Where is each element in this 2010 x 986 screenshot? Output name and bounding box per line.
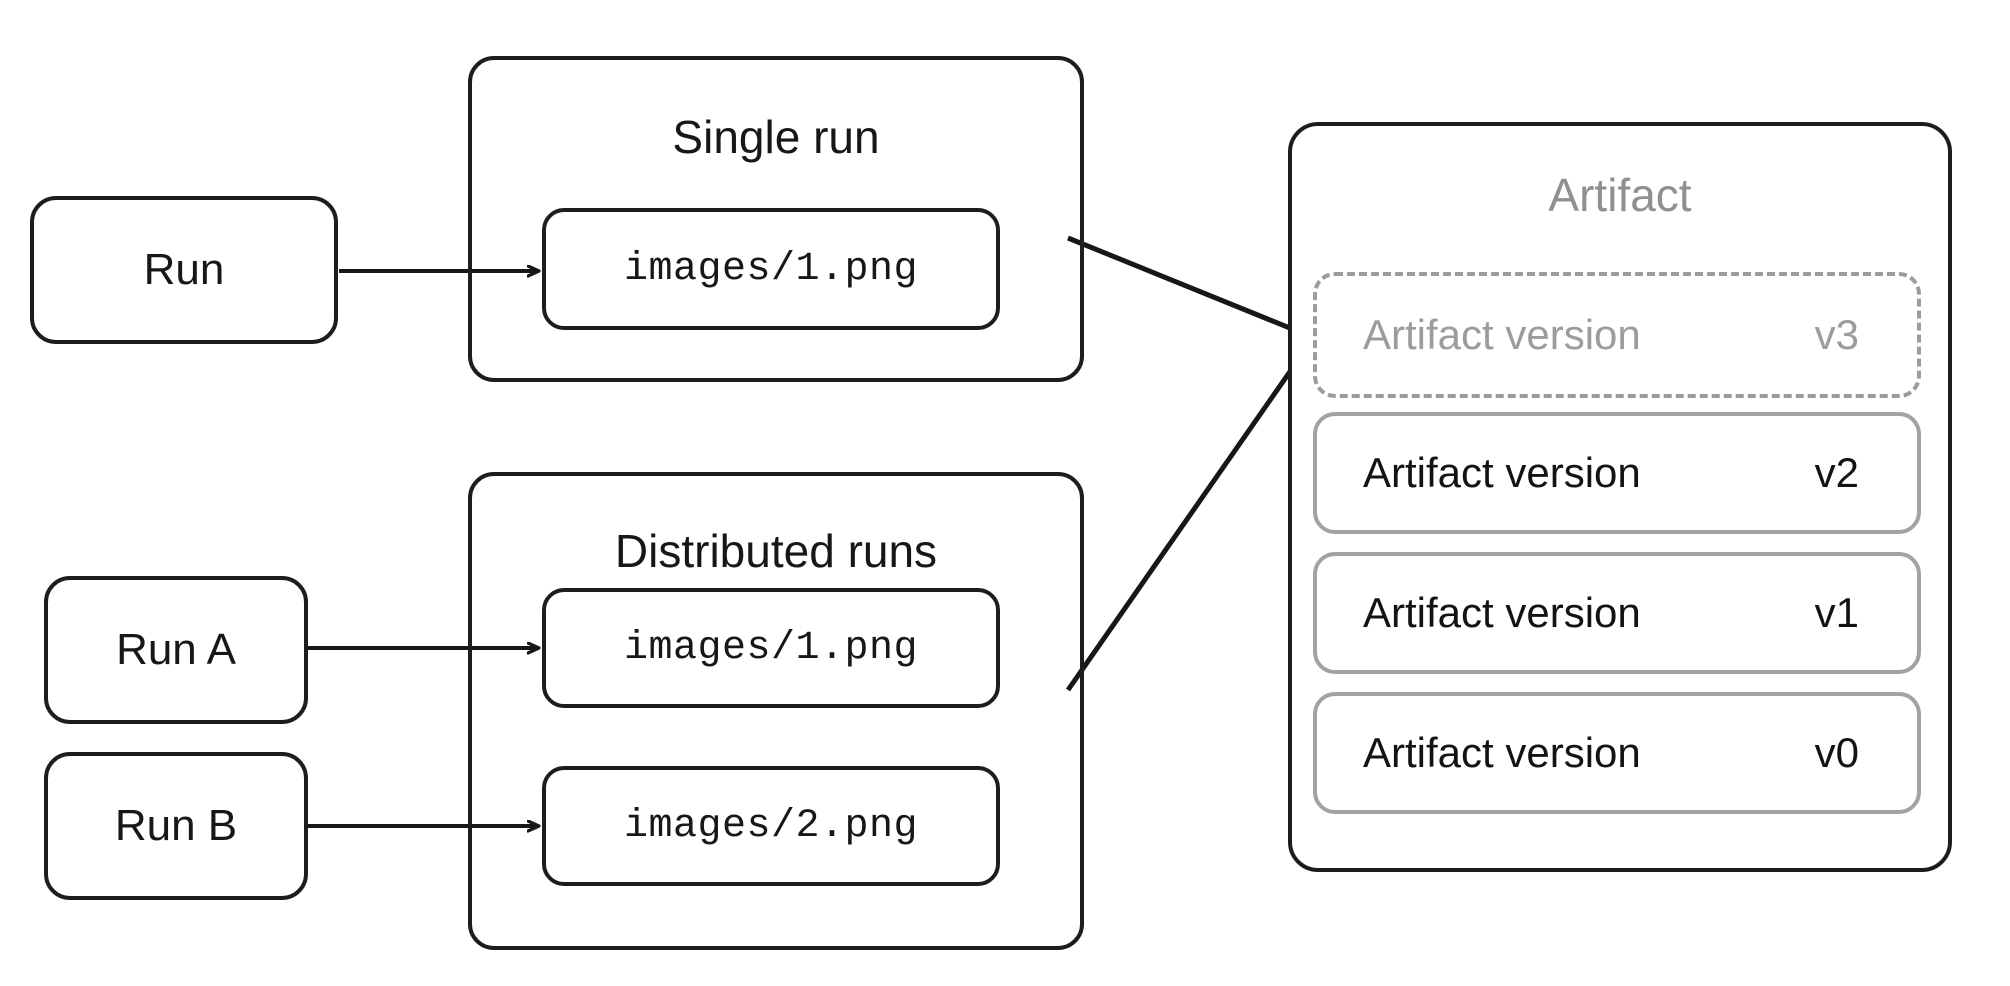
artifact-version-tag: v1: [1814, 589, 1859, 636]
artifact-version-label: Artifact version: [1363, 589, 1641, 636]
artifact-version-tag: v3: [1814, 311, 1859, 358]
group-distributed-runs: Distributed runs: [468, 472, 1084, 950]
file-node-label: images/2.png: [623, 803, 919, 849]
file-node-label: images/1.png: [623, 246, 919, 292]
artifact-version-row-v1[interactable]: Artifact version v1: [1313, 552, 1921, 674]
edge-distributed-runs-to-artifact: [1065, 340, 1312, 692]
run-a-node-label: Run A: [116, 625, 236, 674]
artifact-panel-title: Artifact: [1548, 169, 1692, 221]
edge-single-run-to-artifact: [1067, 235, 1312, 337]
group-distributed-runs-title: Distributed runs: [614, 525, 938, 577]
file-node-distributed-1[interactable]: images/1.png: [542, 588, 1000, 708]
group-single-run-title: Single run: [672, 111, 880, 163]
run-b-node-label: Run B: [114, 801, 238, 850]
artifact-version-label: Artifact version: [1363, 729, 1641, 776]
artifact-version-label: Artifact version: [1363, 449, 1641, 496]
artifact-version-row-v0[interactable]: Artifact version v0: [1313, 692, 1921, 814]
artifact-version-tag: v0: [1814, 729, 1859, 776]
file-node-single-run-1[interactable]: images/1.png: [542, 208, 1000, 330]
artifact-version-tag: v2: [1814, 449, 1859, 496]
file-node-label: images/1.png: [623, 625, 919, 671]
run-b-node[interactable]: Run B: [44, 752, 308, 900]
artifact-version-row-v2[interactable]: Artifact version v2: [1313, 412, 1921, 534]
artifact-version-label: Artifact version: [1363, 311, 1641, 358]
artifact-version-row-v3[interactable]: Artifact version v3: [1313, 272, 1921, 398]
group-single-run: Single run: [468, 56, 1084, 382]
run-node-label: Run: [143, 245, 225, 294]
run-node[interactable]: Run: [30, 196, 338, 344]
run-a-node[interactable]: Run A: [44, 576, 308, 724]
file-node-distributed-2[interactable]: images/2.png: [542, 766, 1000, 886]
